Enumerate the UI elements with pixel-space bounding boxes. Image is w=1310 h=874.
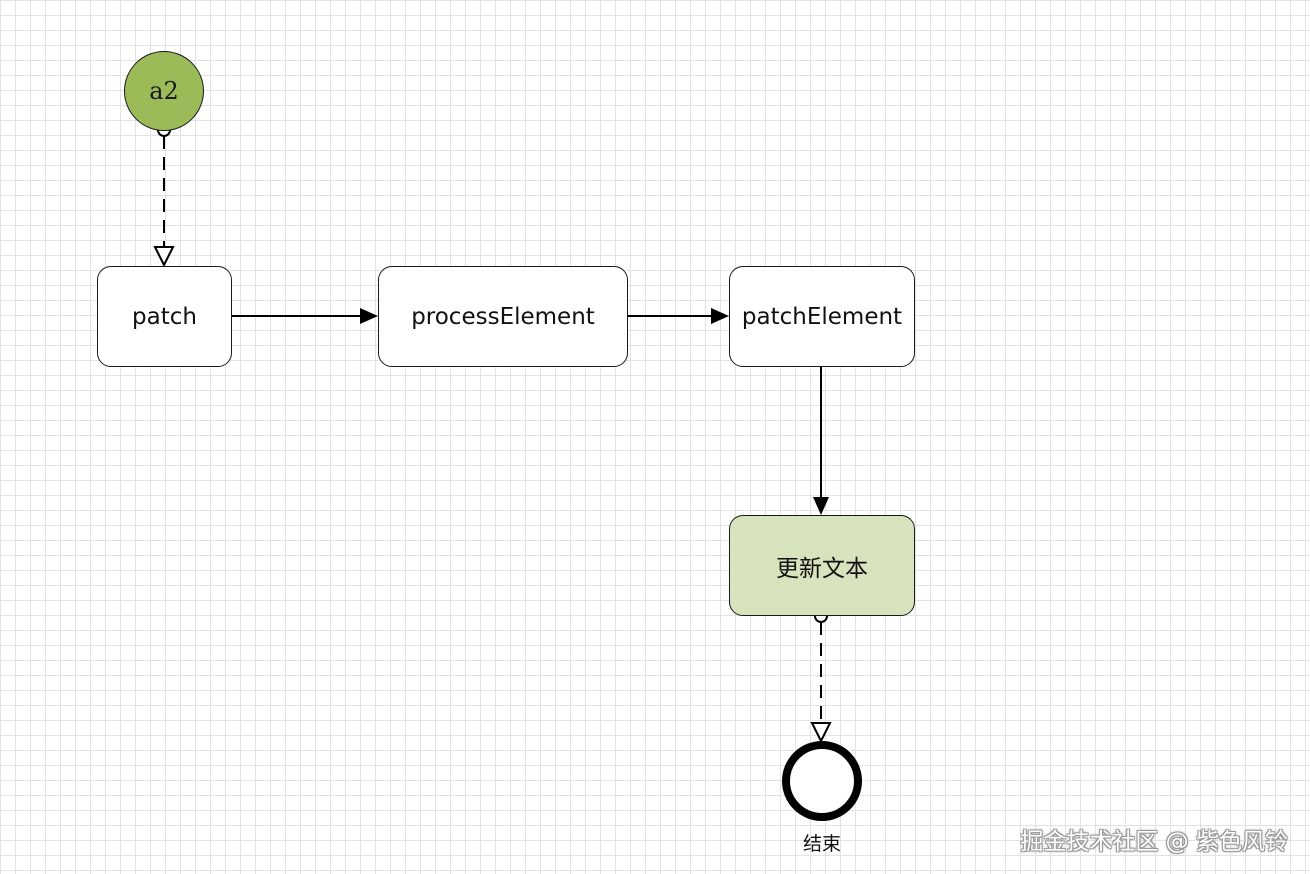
edge-a2-arrowhead	[153, 246, 175, 268]
watermark-text: 掘金技术社区 @ 紫色风铃	[1020, 829, 1288, 855]
end-event-circle[interactable]	[782, 741, 862, 821]
edge-update-arrowhead	[810, 722, 832, 744]
task-node-process-element[interactable]: processElement	[378, 266, 628, 367]
task-node-patch[interactable]: patch	[97, 266, 232, 367]
edge-process-arrowhead	[711, 308, 729, 324]
task-node-update-text[interactable]: 更新文本	[729, 515, 915, 616]
end-event-label: 结束	[802, 833, 841, 855]
start-node-a2[interactable]: a2	[124, 51, 204, 131]
edge-patchel-arrowhead	[813, 497, 829, 515]
edge-patch-arrowhead	[360, 308, 378, 324]
task-node-patch-element[interactable]: patchElement	[729, 266, 915, 367]
